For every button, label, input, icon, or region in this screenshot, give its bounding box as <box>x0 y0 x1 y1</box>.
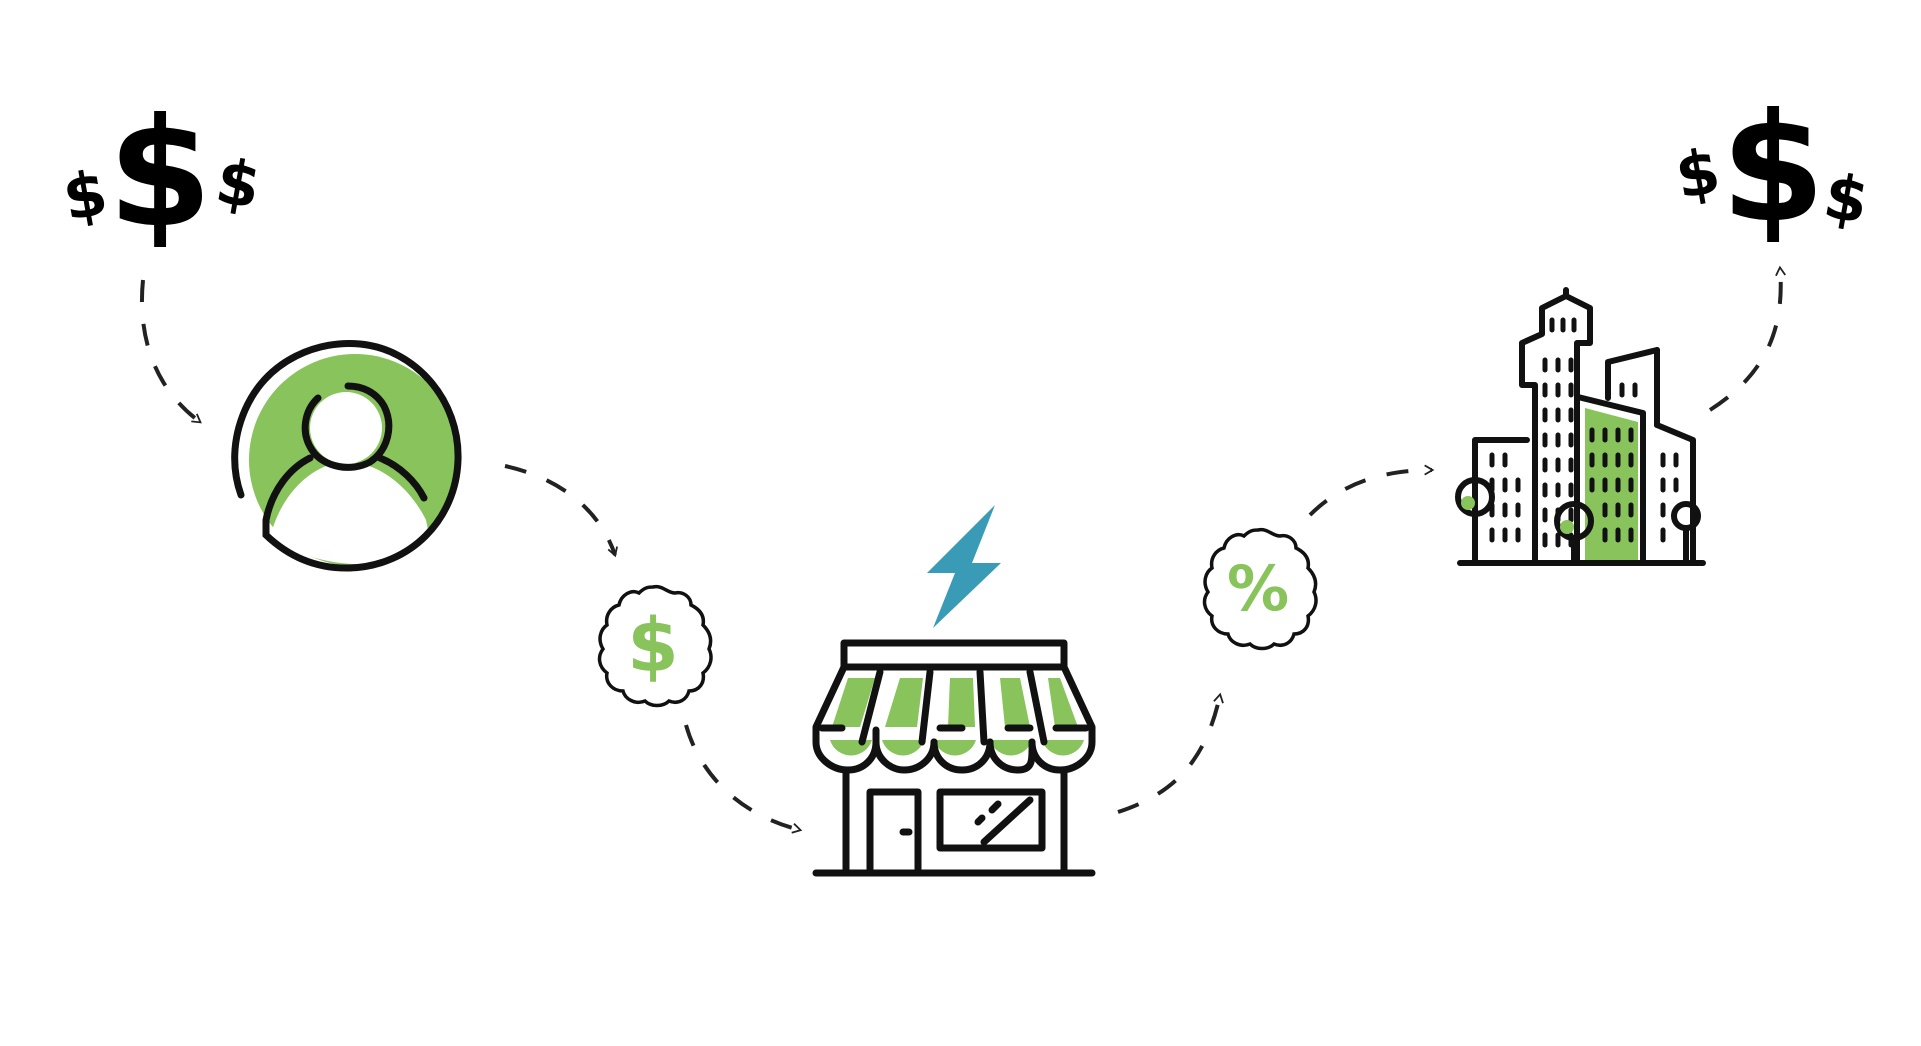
store-door <box>866 788 922 877</box>
arrow-percent-to-city <box>1308 464 1435 517</box>
tree-green-fill <box>1560 520 1574 534</box>
city-green-fill <box>1585 408 1638 560</box>
dollar-badge-icon: $ <box>597 584 713 708</box>
dollar-small-glyph: $ <box>58 156 113 235</box>
person-head-outline <box>301 382 393 471</box>
city-outline <box>1455 287 1706 566</box>
store-awning-stripes <box>832 678 1078 727</box>
dollar-signs-icon: $ $ $ <box>1670 82 1874 256</box>
arrow-store-to-percent <box>1117 692 1224 814</box>
person-white-head <box>310 392 382 464</box>
storefront-icon <box>812 639 1096 877</box>
store-window <box>936 788 1046 852</box>
arrow-money-to-customer <box>139 279 202 424</box>
badge-dollar-glyph: $ <box>627 603 679 689</box>
lightning-bolt-icon <box>927 505 1001 628</box>
store-walls <box>812 766 1096 877</box>
arrow-payment-to-store <box>684 724 803 834</box>
badge-percent-glyph: % <box>1227 552 1289 625</box>
person-shoulder-outline <box>376 454 428 502</box>
city-windows <box>1489 317 1679 548</box>
percent-badge-icon: % <box>1202 527 1318 651</box>
dollar-large-glyph: $ <box>108 87 212 261</box>
dollar-small-glyph: $ <box>1819 159 1874 238</box>
badge-scalloped-outline <box>597 584 713 708</box>
flow-arrows <box>139 265 1786 834</box>
dollar-small-glyph: $ <box>1670 134 1725 213</box>
store-awning-outline <box>812 663 1096 774</box>
store-sign-board <box>840 639 1068 671</box>
person-icon <box>231 339 462 572</box>
person-white-body <box>270 462 430 565</box>
tree-green-fill <box>1461 496 1475 510</box>
dollar-small-glyph: $ <box>211 144 266 223</box>
city-buildings-icon <box>1455 287 1706 566</box>
dollar-signs-icon: $ $ $ <box>58 87 266 261</box>
arrow-city-to-money <box>1708 265 1786 412</box>
arrow-customer-to-payment <box>504 464 618 558</box>
dollar-large-glyph: $ <box>1721 82 1825 256</box>
badge-scalloped-outline <box>1202 527 1318 651</box>
person-outline-ring <box>231 339 462 572</box>
